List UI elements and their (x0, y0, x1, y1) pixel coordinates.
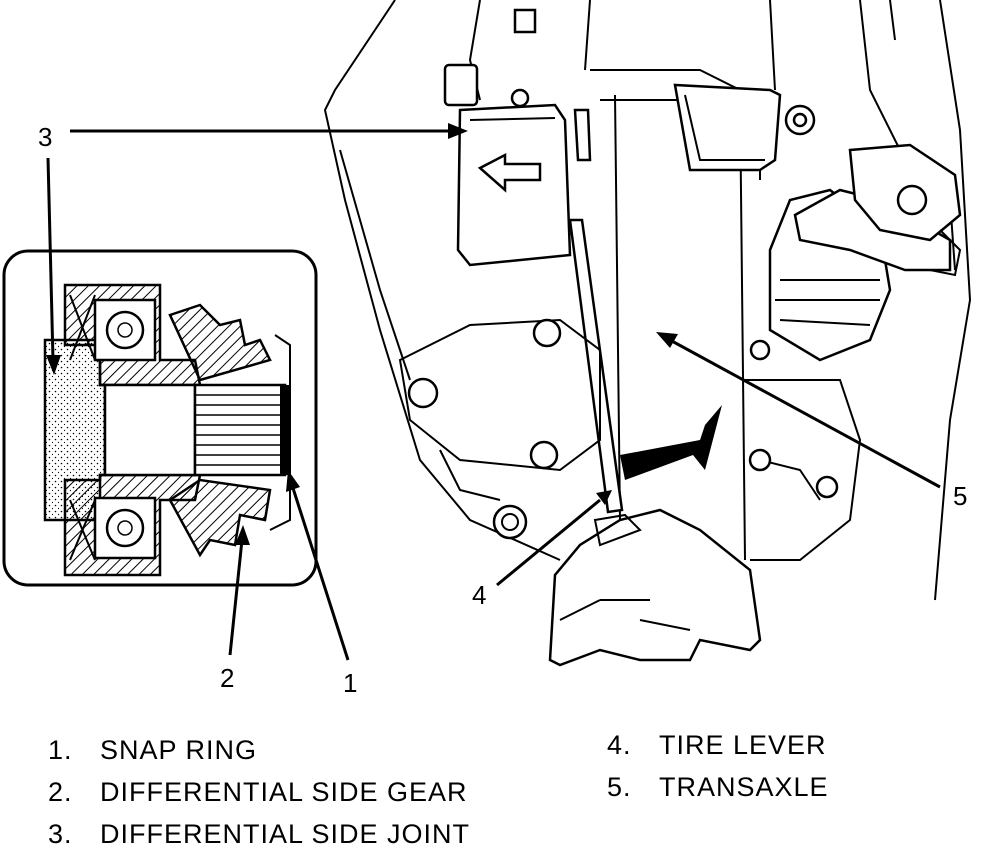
cross-section-inset (2, 249, 318, 587)
transaxle-assembly (323, 0, 972, 667)
legend-item-snap-ring: 1. SNAP RING (48, 735, 257, 766)
callout-5: 5 (953, 481, 967, 511)
legend-item-transaxle: 5. TRANSAXLE (607, 772, 829, 803)
callout-1: 1 (343, 668, 357, 698)
leader-lines (46, 123, 941, 661)
legend-text: TRANSAXLE (659, 772, 829, 802)
legend-item-differential-side-gear: 2. DIFFERENTIAL SIDE GEAR (48, 777, 468, 808)
legend-text: SNAP RING (100, 735, 258, 765)
legend-item-differential-side-joint: 3. DIFFERENTIAL SIDE JOINT (48, 819, 470, 850)
legend-text: DIFFERENTIAL SIDE JOINT (100, 819, 471, 849)
callout-3-top: 3 (38, 122, 52, 152)
legend-text: DIFFERENTIAL SIDE GEAR (100, 777, 468, 807)
legend-number: 2. (48, 777, 73, 807)
legend-item-tire-lever: 4. TIRE LEVER (607, 730, 827, 761)
callout-4: 4 (472, 580, 486, 610)
callout-2: 2 (220, 663, 234, 693)
legend-text: TIRE LEVER (659, 730, 827, 760)
legend-number: 1. (48, 735, 73, 765)
legend-number: 4. (607, 730, 632, 760)
legend-number: 5. (607, 772, 632, 802)
legend-number: 3. (48, 819, 73, 849)
